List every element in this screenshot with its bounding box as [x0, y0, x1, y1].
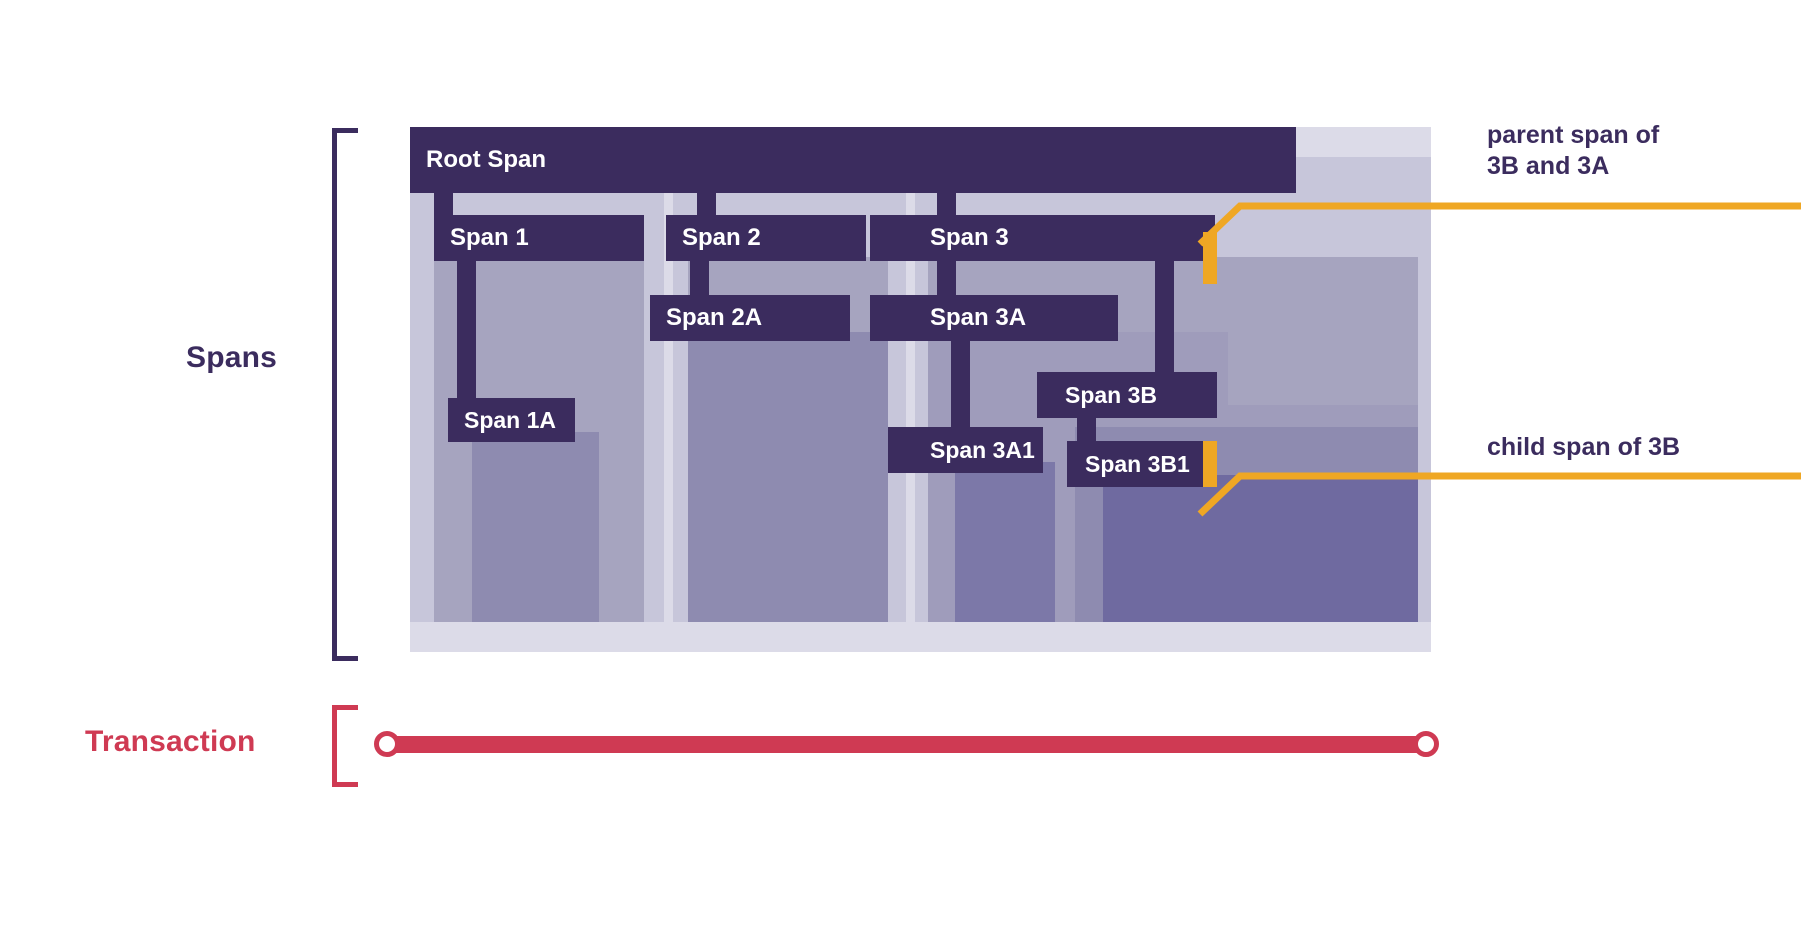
spans-bracket — [332, 128, 358, 661]
transaction-bracket-top — [332, 705, 358, 710]
connector-span3b-to-span3b1 — [1077, 418, 1096, 448]
transaction-start-dot[interactable] — [374, 731, 400, 757]
span-label-root: Root Span — [426, 146, 546, 173]
callout-text-child: child span of 3B — [1487, 433, 1681, 461]
lane-span1a — [472, 432, 599, 622]
span-bar-span3b1[interactable]: Span 3B1 — [1067, 441, 1217, 487]
transaction-bracket — [332, 705, 358, 787]
span-label-span3b: Span 3B — [1065, 381, 1158, 408]
span-bar-span2a[interactable]: Span 2A — [650, 295, 850, 341]
span-label-span1: Span 1 — [450, 224, 529, 251]
span-bar-span3[interactable]: Span 3 — [870, 215, 1215, 261]
highlight-marker-span3b1 — [1203, 441, 1217, 487]
span-bar-span1[interactable]: Span 1 — [434, 215, 644, 261]
span-bar-span3a1[interactable]: Span 3A1 — [888, 427, 1043, 473]
callout-leader-child — [1197, 472, 1801, 517]
transaction-bracket-bottom — [332, 782, 358, 787]
spans-bracket-bottom — [332, 656, 358, 661]
span-label-span3a1: Span 3A1 — [930, 436, 1035, 463]
span-bar-span3b[interactable]: Span 3B — [1037, 372, 1217, 418]
callout-text-parent: parent span of 3B and 3A — [1487, 121, 1660, 180]
span-label-span2a: Span 2A — [666, 304, 763, 331]
span-bar-span1a[interactable]: Span 1A — [448, 398, 575, 442]
spans-frame: Root Span Span 1 Span 1A Span 2 Span 2A … — [410, 127, 1431, 652]
span-label-span1a: Span 1A — [464, 406, 557, 433]
transaction-bar[interactable] — [386, 736, 1429, 753]
connector-span1-to-span1a-stem — [457, 261, 476, 433]
connector-span3-to-span3a — [937, 261, 956, 301]
span-label-span3: Span 3 — [930, 224, 1009, 251]
highlight-marker-span3 — [1203, 232, 1217, 284]
callout-leader-parent — [1197, 202, 1801, 247]
span-bar-root[interactable]: Root Span — [410, 127, 1296, 193]
lane-span2a — [688, 332, 888, 622]
span-label-span3a: Span 3A — [930, 304, 1027, 331]
lane-span3b1 — [1103, 475, 1418, 622]
span-bar-span3a[interactable]: Span 3A — [870, 295, 1118, 341]
span-label-span3b1: Span 3B1 — [1085, 450, 1190, 477]
span-bar-span2[interactable]: Span 2 — [666, 215, 866, 261]
connector-span3-to-span3b — [1155, 261, 1174, 406]
spans-bracket-top — [332, 128, 358, 133]
spans-section-label: Spans — [186, 341, 278, 374]
transaction-bracket-stem — [332, 705, 337, 787]
spans-bracket-stem — [332, 128, 337, 661]
transaction-section-label: Transaction — [85, 725, 256, 758]
transaction-end-dot[interactable] — [1413, 731, 1439, 757]
span-label-span2: Span 2 — [682, 224, 761, 251]
